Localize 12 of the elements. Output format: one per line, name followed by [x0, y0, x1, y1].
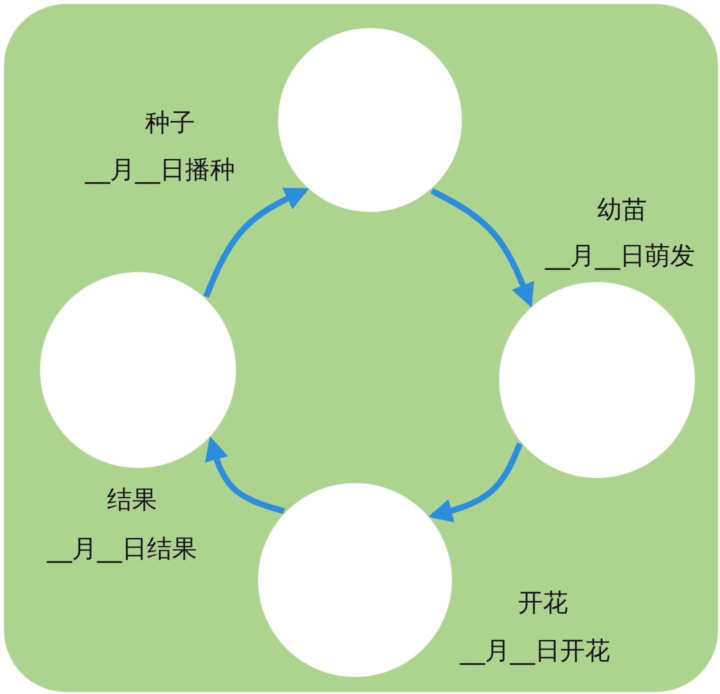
curved-arrow: [430, 188, 534, 308]
stage-label: 开花: [518, 590, 568, 615]
stage-label: 种子: [145, 110, 195, 135]
curved-arrow: [203, 188, 310, 298]
date-fill-in-text: __月__日结果: [47, 536, 197, 561]
curved-arrow: [204, 436, 285, 514]
date-fill-in-text: __月__日播种: [85, 157, 235, 182]
date-fill-in-text: __月__日开花: [460, 638, 610, 663]
date-fill-in-text: __月__日萌发: [545, 243, 695, 268]
stage-label: 结果: [107, 487, 157, 512]
stage-label: 幼苗: [597, 197, 647, 222]
curved-arrow: [428, 442, 523, 522]
